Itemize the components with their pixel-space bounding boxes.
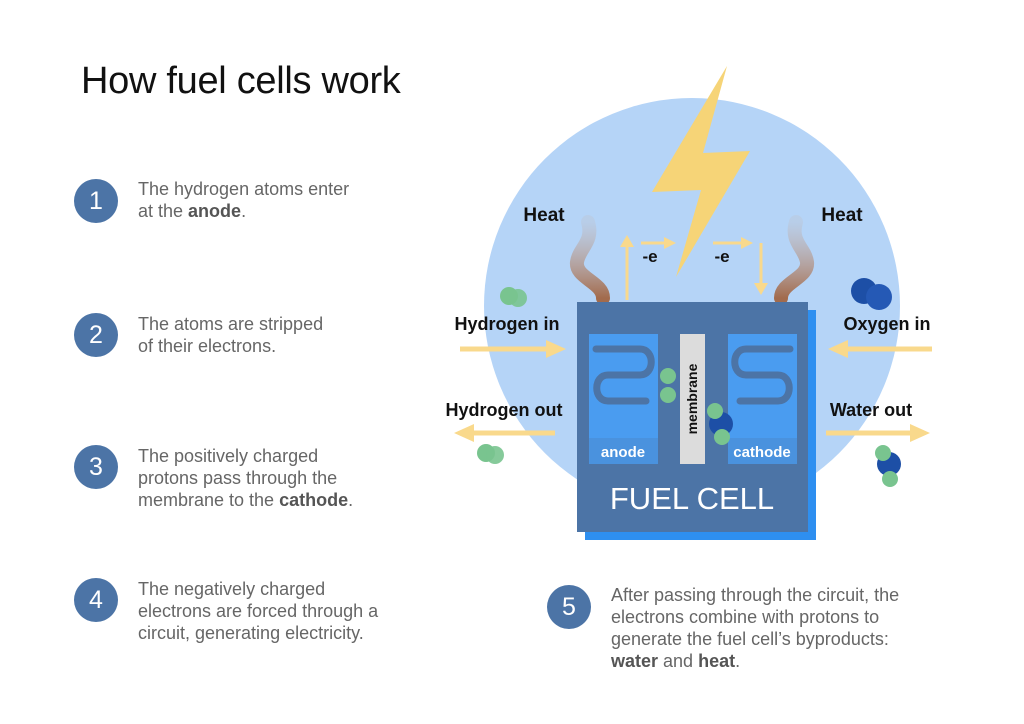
hydrogen-molecule-atom: [509, 289, 527, 307]
step-5-text-pre: After passing through the circuit, the e…: [611, 585, 900, 649]
step-1-text: The hydrogen atoms enter at the anode.: [138, 178, 349, 222]
page-title: How fuel cells work: [81, 60, 401, 102]
step-1-badge: 1: [74, 179, 118, 223]
step-4-text: The negatively charged electrons are for…: [138, 578, 378, 644]
heat-label-right: Heat: [821, 205, 863, 226]
hydrogen-in-arrow: [460, 340, 566, 358]
hydrogen-atom: [714, 429, 730, 445]
cathode-label: cathode: [733, 444, 791, 461]
electron-down-arrow: [754, 243, 768, 295]
cathode-channel-icon: [731, 345, 794, 405]
water-hydrogen-atom: [875, 445, 891, 461]
step-3: 3 The positively charged protons pass th…: [74, 445, 353, 511]
step-3-text: The positively charged protons pass thro…: [138, 445, 353, 511]
hydrogen-out-label: Hydrogen out: [446, 400, 563, 420]
electron-label-right: -e: [714, 247, 729, 266]
hydrogen-proton-atom: [660, 368, 676, 384]
heat-label-left: Heat: [523, 205, 565, 226]
hydrogen-atom: [707, 403, 723, 419]
anode-label-strip: [589, 438, 658, 464]
membrane-label: membrane: [684, 363, 700, 434]
water-out-arrow: [826, 424, 930, 442]
electron-right-arrow-right: [713, 237, 753, 249]
water-hydrogen-atom: [882, 471, 898, 487]
step-1: 1 The hydrogen atoms enter at the anode.: [74, 179, 349, 223]
step-3-text-pre: The positively charged protons pass thro…: [138, 446, 338, 510]
step-5-text-bold-heat: heat: [698, 651, 736, 671]
heat-wisp-right-icon: [774, 215, 814, 305]
cathode-label-strip: [728, 438, 797, 464]
electron-up-arrow: [620, 235, 634, 300]
step-2-text: The atoms are stripped of their electron…: [138, 313, 323, 357]
anode-label: anode: [601, 444, 645, 461]
step-3-badge: 3: [74, 445, 118, 489]
lightning-bolt-icon: [652, 66, 750, 277]
step-1-text-pre: The hydrogen atoms enter at the: [138, 179, 350, 221]
oxygen-molecule-atom: [866, 284, 892, 310]
step-5-text: After passing through the circuit, the e…: [611, 584, 899, 672]
step-5-text-bold-water: water: [611, 651, 659, 671]
hydrogen-out-arrow: [454, 424, 555, 442]
step-3-text-bold: cathode: [279, 490, 349, 510]
step-1-text-bold: anode: [188, 201, 242, 221]
step-2-text-pre: The atoms are stripped of their electron…: [138, 314, 324, 356]
step-5-text-mid: and: [658, 651, 699, 671]
membrane: [680, 334, 705, 464]
hydrogen-in-label: Hydrogen in: [454, 314, 559, 334]
step-1-text-post: .: [241, 201, 247, 221]
step-4-text-pre: The negatively charged electrons are for…: [138, 579, 379, 643]
anode-channel-icon: [592, 345, 655, 405]
step-5-text-post: .: [735, 651, 741, 671]
heat-wisp-left-icon: [570, 215, 610, 305]
step-2-badge: 2: [74, 313, 118, 357]
electron-label-left: -e: [642, 247, 657, 266]
step-4: 4 The negatively charged electrons are f…: [74, 578, 378, 644]
step-2: 2 The atoms are stripped of their electr…: [74, 313, 323, 357]
oxygen-in-label: Oxygen in: [843, 314, 930, 334]
step-5-badge: 5: [547, 585, 591, 629]
electron-right-arrow-left: [641, 237, 676, 249]
oxygen-in-arrow: [828, 340, 932, 358]
water-out-label: Water out: [830, 400, 912, 420]
hydrogen-proton-atom: [660, 387, 676, 403]
step-4-badge: 4: [74, 578, 118, 622]
step-5: 5 After passing through the circuit, the…: [547, 585, 899, 672]
hydrogen-molecule-atom: [486, 446, 504, 464]
step-3-text-post: .: [348, 490, 354, 510]
fuel-cell-label: FUEL CELL: [610, 481, 774, 516]
